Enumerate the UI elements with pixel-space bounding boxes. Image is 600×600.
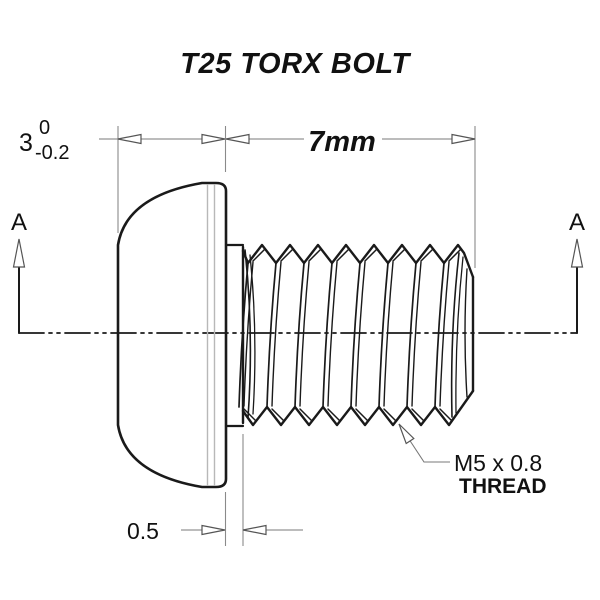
thread-line bbox=[378, 262, 389, 408]
dim-arrow-7mm-right-icon bbox=[451, 133, 476, 145]
drawing-title: T25 TORX BOLT bbox=[180, 48, 411, 80]
thread-line bbox=[327, 408, 341, 422]
dimension-washer-face: 0.5 bbox=[127, 434, 303, 546]
section-label-right: A bbox=[569, 209, 585, 236]
thread-line bbox=[448, 248, 462, 262]
thread-spec-text: M5 x 0.8 bbox=[454, 450, 542, 476]
thread-line bbox=[364, 248, 378, 262]
section-label-left: A bbox=[11, 209, 27, 236]
thread-line bbox=[434, 262, 445, 408]
washer-face-value: 0.5 bbox=[127, 518, 159, 544]
head-height-value: 3 bbox=[19, 129, 33, 157]
thread-line bbox=[411, 261, 422, 407]
dim-arrow-7mm-left-icon bbox=[225, 133, 250, 145]
thread-line bbox=[350, 262, 361, 408]
thread-line bbox=[299, 408, 313, 422]
thread-line bbox=[392, 248, 406, 262]
thread-line bbox=[450, 252, 460, 418]
section-marker-left: A bbox=[11, 209, 27, 334]
thread-line bbox=[241, 389, 475, 427]
thread-line bbox=[420, 248, 434, 262]
thread-line bbox=[280, 248, 294, 262]
thread-line bbox=[299, 261, 310, 407]
thread-line bbox=[252, 248, 266, 262]
dimension-head-height: 3 0 -0.2 bbox=[19, 117, 227, 233]
thread-line bbox=[383, 408, 397, 422]
thread-line bbox=[322, 262, 333, 408]
thread-line bbox=[411, 408, 425, 422]
bolt-head bbox=[116, 181, 245, 489]
thread-line bbox=[241, 243, 475, 279]
thread-line bbox=[355, 261, 366, 407]
thread-line bbox=[244, 249, 252, 419]
section-marker-right: A bbox=[569, 209, 585, 334]
thread-line bbox=[271, 261, 282, 407]
thread-line bbox=[464, 268, 468, 398]
thread-line bbox=[238, 262, 249, 408]
head-height-tol-lower: -0.2 bbox=[35, 142, 69, 164]
thread-line bbox=[406, 262, 417, 408]
dim-arrow-right-icon bbox=[201, 133, 226, 145]
thread-line bbox=[439, 261, 450, 407]
thread-line bbox=[327, 261, 338, 407]
section-arrow-right-icon bbox=[570, 238, 584, 268]
dimension-thread-length: 7mm bbox=[225, 126, 476, 268]
thread-callout: M5 x 0.8 THREAD bbox=[398, 423, 547, 498]
section-arrow-left-icon bbox=[12, 238, 26, 268]
dim-arrow-05-right-icon bbox=[242, 524, 267, 536]
thread-line bbox=[294, 262, 305, 408]
dim-arrow-05-left-icon bbox=[201, 524, 226, 536]
thread-line bbox=[455, 256, 464, 414]
thread-line bbox=[355, 408, 369, 422]
thread-length-value: 7mm bbox=[308, 126, 376, 158]
thread-line bbox=[383, 261, 394, 407]
head-height-tol-upper: 0 bbox=[39, 117, 50, 139]
thread-profile bbox=[238, 243, 475, 427]
thread-line bbox=[271, 408, 285, 422]
thread-line bbox=[266, 262, 277, 408]
dim-arrow-left-icon bbox=[117, 133, 142, 145]
leader-arrow-icon bbox=[398, 423, 415, 445]
thread-line bbox=[336, 248, 350, 262]
thread-line bbox=[439, 408, 453, 422]
thread-line bbox=[243, 408, 257, 422]
thread-line bbox=[249, 254, 256, 415]
thread-word-text: THREAD bbox=[459, 475, 547, 498]
thread-line bbox=[308, 248, 322, 262]
head-outline bbox=[116, 181, 228, 489]
